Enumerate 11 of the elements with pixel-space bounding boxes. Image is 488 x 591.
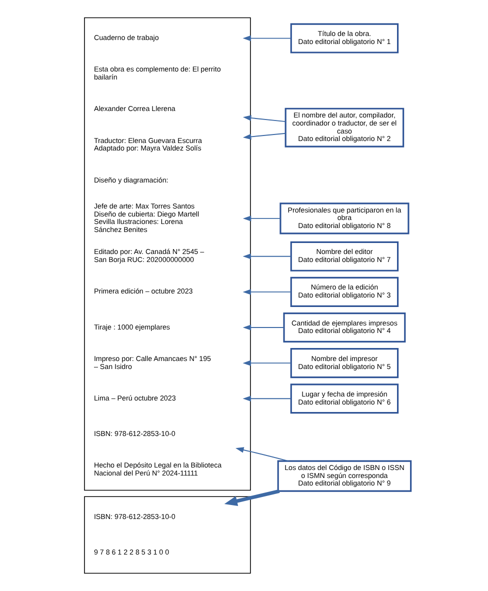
- arrow: [224, 489, 280, 506]
- arrow: [242, 289, 292, 295]
- arrow: [242, 396, 292, 402]
- arrow: [242, 324, 284, 330]
- arrow: [242, 360, 292, 366]
- arrow: [242, 132, 286, 140]
- arrow: [242, 254, 292, 260]
- arrow: [242, 35, 292, 42]
- arrow: [242, 115, 286, 122]
- arrow: [242, 216, 280, 222]
- arrow: [235, 447, 288, 462]
